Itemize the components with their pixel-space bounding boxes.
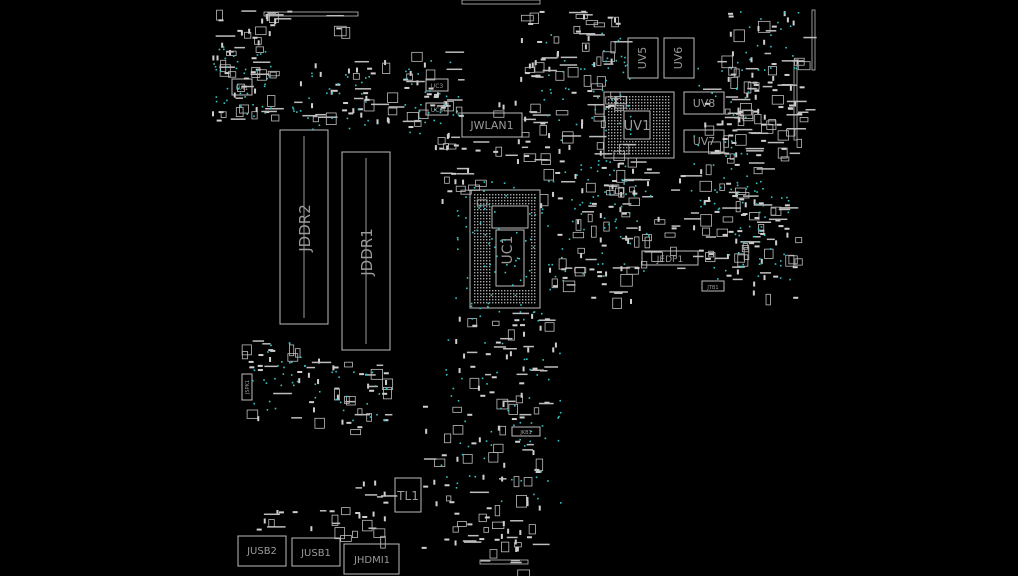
jwlan1-connector[interactable]: JWLAN1	[461, 112, 523, 138]
jddr1-label: JDDR1	[358, 228, 376, 277]
uv5-vram[interactable]: UV5	[627, 37, 659, 79]
jddr2-label: JDDR2	[296, 204, 314, 253]
uv6-vram[interactable]: UV6	[663, 37, 695, 79]
jhdmi1-connector[interactable]: JHDMI1	[343, 543, 400, 575]
uc6-chip[interactable]: UC6	[425, 102, 449, 116]
uc3-chip[interactable]: UC3	[425, 78, 449, 92]
uc1-label: UC1	[500, 236, 516, 265]
jddr2-slot[interactable]: JDDR2	[279, 129, 329, 325]
jusb1-label: JUSB1	[300, 548, 331, 559]
uc3-label: UC3	[431, 83, 444, 90]
vias	[213, 11, 800, 504]
jusb1-connector[interactable]: JUSB1	[291, 537, 341, 567]
ua1-label: UA1	[236, 85, 248, 92]
uc6-label: UC6	[431, 107, 444, 114]
uv8-label: UV8	[693, 97, 716, 110]
jhdmi1-label: JHDMI1	[353, 555, 390, 566]
jusb2-connector[interactable]: JUSB2	[237, 535, 287, 567]
jtb1-label: JTB1	[706, 285, 718, 291]
uv7-label: UV7	[693, 135, 716, 148]
jkb1-connector[interactable]: JKB1	[511, 426, 541, 437]
jedp1-label: JEDP1	[656, 255, 683, 265]
smd-components	[212, 0, 817, 576]
uv7-vram[interactable]: UV7	[683, 129, 725, 153]
jddr1-slot[interactable]: JDDR1	[341, 151, 391, 351]
uv6-label: UV6	[672, 47, 685, 70]
uv8-vram[interactable]: UV8	[683, 91, 725, 115]
jtb1-connector[interactable]: JTB1	[701, 280, 725, 292]
tl1-transformer[interactable]: TL1	[394, 477, 422, 513]
jkb1-label: JKB1	[519, 430, 531, 436]
jedp1-connector[interactable]: JEDP1	[641, 250, 699, 266]
uv5-label: UV5	[636, 47, 649, 70]
jusb2-label: JUSB2	[246, 546, 277, 557]
jspk1-connector[interactable]: JSPK1	[241, 373, 253, 401]
uv1-label: UV1	[624, 119, 651, 134]
jspk1-label: JSPK1	[245, 380, 251, 395]
jwlan1-label: JWLAN1	[469, 119, 513, 132]
tl1-label: TL1	[396, 489, 419, 503]
uc1-cpu[interactable]: UC1	[469, 189, 541, 309]
